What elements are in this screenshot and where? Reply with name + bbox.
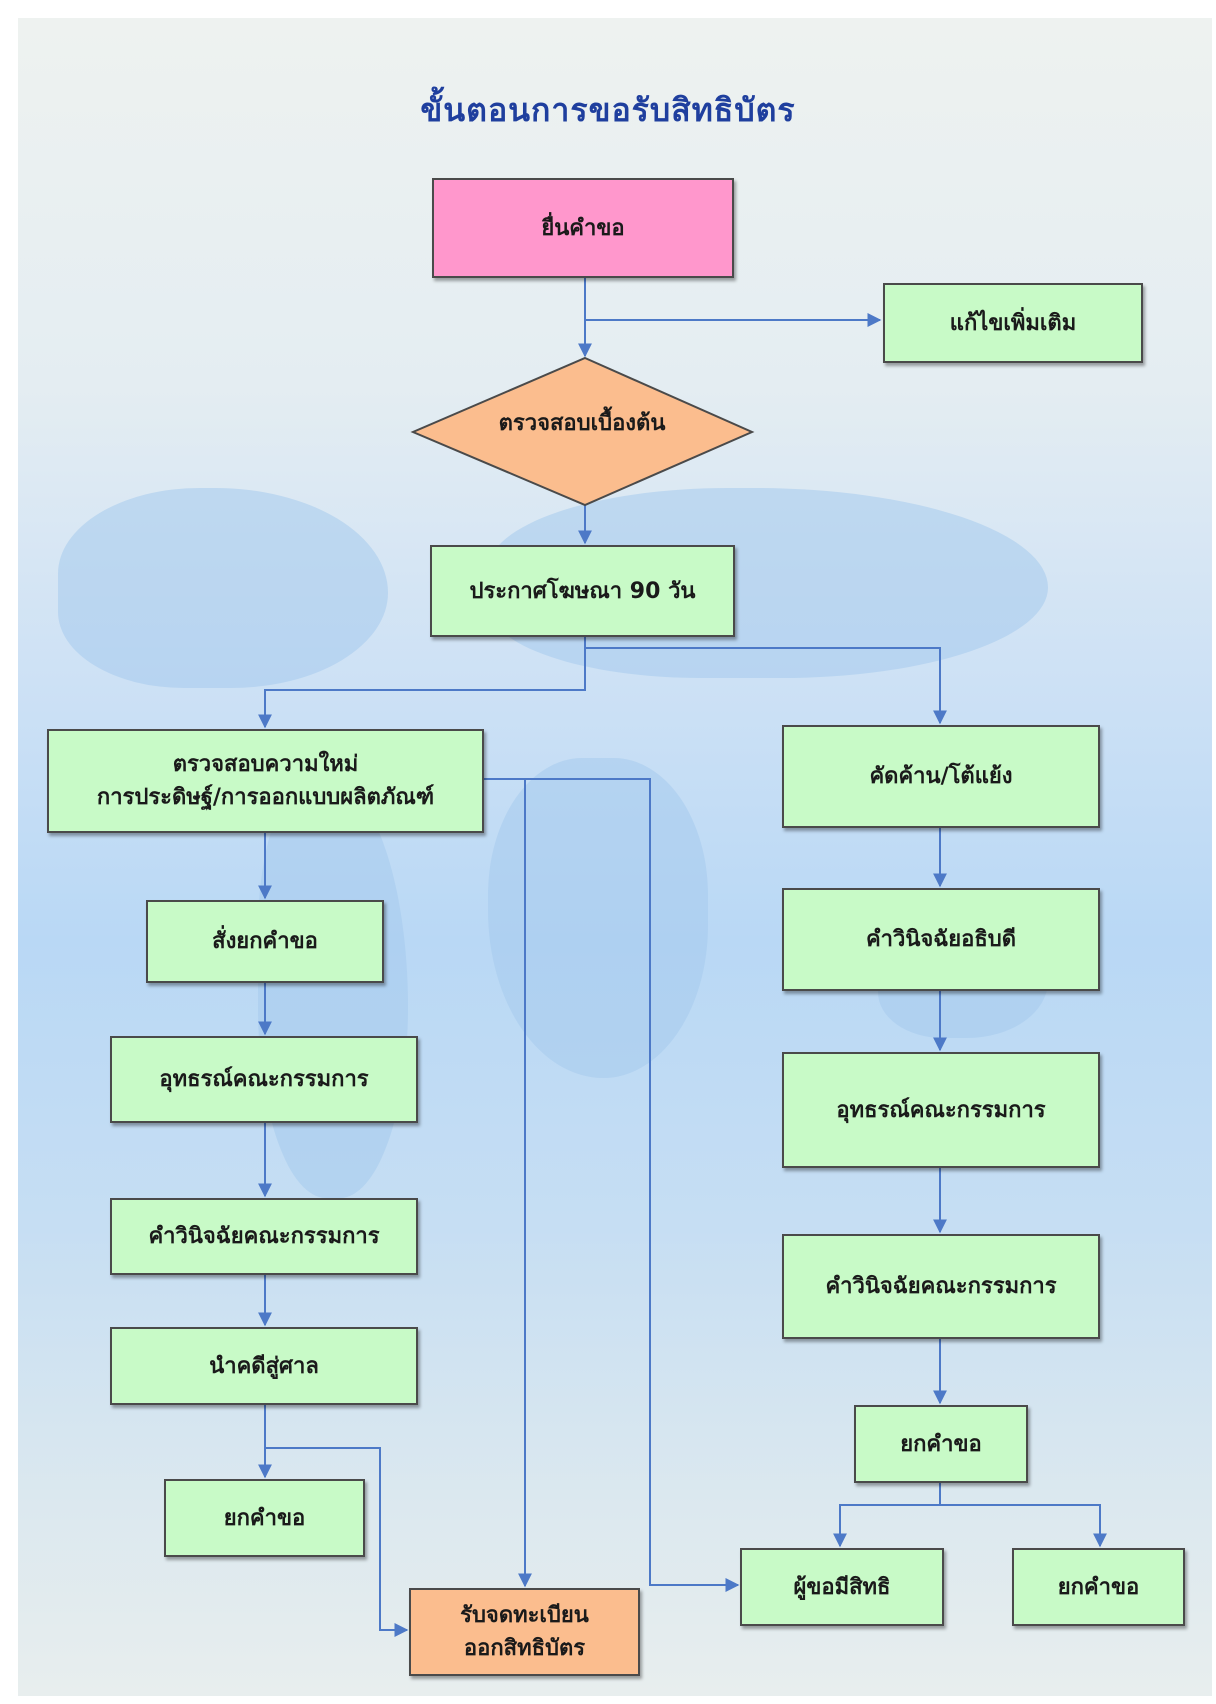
applicant-entitled-box: ผู้ขอมีสิทธิ	[740, 1548, 944, 1626]
director-decision-box: คำวินิจฉัยอธิบดี	[782, 888, 1100, 991]
connector-publish-to-opposition	[585, 647, 947, 725]
register-patent-box: รับจดทะเบียน ออกสิทธิบัตร	[409, 1588, 640, 1676]
applicant-entitled-label: ผู้ขอมีสิทธิ	[793, 1574, 891, 1600]
connector-publish-to-novelty	[258, 637, 586, 729]
register-patent-label-line2: ออกสิทธิบัตร	[463, 1636, 586, 1661]
novelty-check-label-line1: ตรวจสอบความใหม่	[172, 752, 359, 777]
opposition-label: คัดค้าน/โต้แย้ง	[869, 764, 1013, 789]
opposition-box: คัดค้าน/โต้แย้ง	[782, 725, 1100, 828]
appeal-right-box: อุทธรณ์คณะกรรมการ	[782, 1052, 1100, 1168]
amend-label: แก้ไขเพิ่มเติม	[949, 310, 1077, 336]
register-patent-label-line1: รับจดทะเบียน	[460, 1603, 589, 1628]
director-decision-label: คำวินิจฉัยอธิบดี	[865, 927, 1017, 952]
page-title: ขั้นตอนการขอรับสิทธิบัตร	[420, 91, 796, 129]
appeal-left-label: อุทธรณ์คณะกรรมการ	[159, 1067, 369, 1092]
connector-reject-to-entitled	[833, 1483, 941, 1548]
board-decision-left-label: คำวินิจฉัยคณะกรรมการ	[148, 1224, 380, 1249]
reject-left-label: ยกคำขอ	[223, 1505, 306, 1531]
reject-right-label: ยกคำขอ	[900, 1431, 982, 1457]
appeal-left-box: อุทธรณ์คณะกรรมการ	[110, 1036, 418, 1123]
connector-court-to-register	[265, 1447, 409, 1637]
connector-reject-to-farright	[940, 1504, 1107, 1548]
order-reject-label: สั่งยกคำขอ	[212, 929, 318, 954]
reject-left-box: ยกคำขอ	[164, 1479, 365, 1557]
publish-label: ประกาศโฆษณา 90 วัน	[469, 578, 696, 604]
novelty-check-box: ตรวจสอบความใหม่ การประดิษฐ์/การออกแบบผลิ…	[47, 729, 484, 833]
map-south-america	[258, 778, 408, 1198]
court-box: นำคดีสู่ศาล	[110, 1327, 418, 1405]
reject-far-right-label: ยกคำขอ	[1057, 1574, 1140, 1600]
court-label: นำคดีสู่ศาล	[209, 1353, 319, 1379]
reject-right-box: ยกคำขอ	[854, 1405, 1028, 1483]
publish-box: ประกาศโฆษณา 90 วัน	[430, 545, 735, 637]
reject-far-right-box: ยกคำขอ	[1012, 1548, 1185, 1626]
order-reject-box: สั่งยกคำขอ	[146, 900, 384, 983]
preliminary-check-diamond	[410, 356, 755, 507]
board-decision-right-label: คำวินิจฉัยคณะกรรมการ	[825, 1274, 1057, 1299]
amend-box: แก้ไขเพิ่มเติม	[883, 283, 1143, 363]
board-decision-left-box: คำวินิจฉัยคณะกรรมการ	[110, 1198, 418, 1275]
map-north-america	[58, 488, 388, 688]
submit-application-label: ยื่นคำขอ	[541, 215, 625, 241]
appeal-right-label: อุทธรณ์คณะกรรมการ	[836, 1097, 1046, 1123]
board-decision-right-box: คำวินิจฉัยคณะกรรมการ	[782, 1234, 1100, 1339]
novelty-check-label-line2: การประดิษฐ์/การออกแบบผลิตภัณฑ์	[96, 785, 435, 810]
connector-novelty-to-entitled	[525, 778, 740, 1592]
preliminary-check-label: ตรวจสอบเบื้องต้น	[498, 411, 666, 436]
submit-application-box: ยื่นคำขอ	[432, 178, 734, 278]
